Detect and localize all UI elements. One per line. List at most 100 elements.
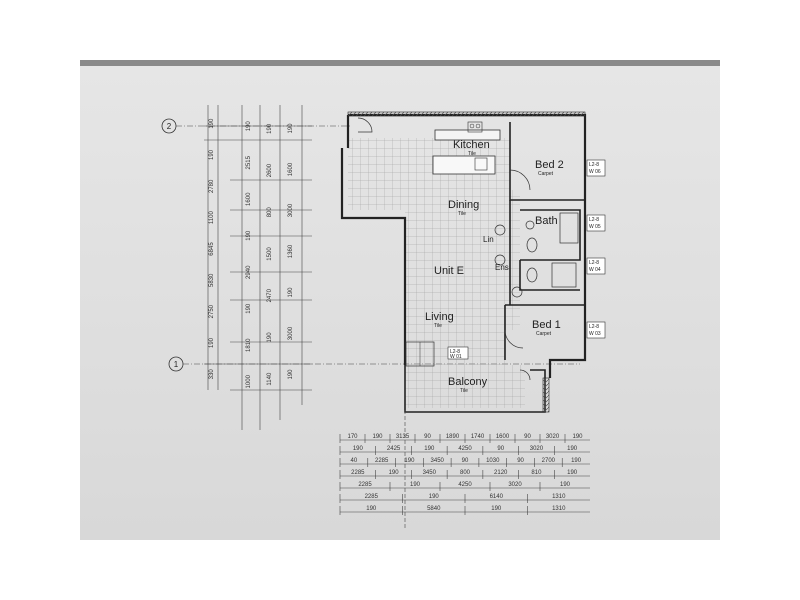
horizontal-dimension-label: 190 [353, 446, 364, 452]
horizontal-dimension-label: 190 [567, 470, 578, 476]
vertical-dimension-label: 1810 [246, 338, 252, 352]
horizontal-dimension-label: 5840 [427, 506, 441, 512]
horizontal-dimension-label: 3020 [530, 446, 544, 452]
horizontal-dimension-label: 2285 [358, 482, 372, 488]
svg-text:Tile: Tile [458, 211, 466, 217]
horizontal-dimension-label: 190 [429, 494, 440, 500]
vertical-dimension-label: 190 [288, 287, 294, 298]
horizontal-dimension-label: 1310 [552, 506, 566, 512]
horizontal-dimension-label: 3020 [546, 434, 560, 440]
horizontal-dimension-label: 1740 [471, 434, 485, 440]
vertical-dimension-label: 1000 [246, 374, 252, 388]
horizontal-dimension-label: 4250 [458, 446, 472, 452]
room-living: Living [425, 311, 454, 323]
vertical-dimension-label: 2470 [267, 288, 273, 302]
vertical-dimension-label: 1360 [288, 244, 294, 258]
horizontal-dimension-label: 2425 [387, 446, 401, 452]
svg-text:W 03: W 03 [589, 331, 601, 337]
svg-text:Carpet: Carpet [536, 331, 552, 337]
vertical-dimension-label: 190 [267, 123, 273, 134]
horizontal-dimension-label: 3135 [396, 434, 410, 440]
horizontal-dimension-label: 2285 [375, 458, 389, 464]
horizontal-dimension-label: 190 [424, 446, 435, 452]
vertical-dimension-label: 2750 [209, 304, 215, 318]
horizontal-dimension-label: 6140 [490, 494, 504, 500]
horizontal-dimension-label: 190 [366, 506, 377, 512]
horizontal-dimension-label: 90 [462, 458, 469, 464]
horizontal-dimension-label: 190 [567, 446, 578, 452]
svg-text:L2-8: L2-8 [589, 260, 599, 266]
vertical-dimension-label: 1600 [288, 162, 294, 176]
vertical-dimension-label: 1100 [209, 211, 215, 225]
svg-text:L2-8: L2-8 [589, 217, 599, 223]
horizontal-dimension-label: 3020 [508, 482, 522, 488]
horizontal-dimension-label: 190 [560, 482, 571, 488]
horizontal-dimension-label: 90 [517, 458, 524, 464]
vertical-dimension-label: 190 [246, 230, 252, 241]
horizontal-dimension-label: 90 [424, 434, 431, 440]
vertical-dimension-label: 5830 [209, 273, 215, 287]
vertical-dimension-label: 1600 [246, 192, 252, 206]
horizontal-dimension-label: 800 [460, 470, 471, 476]
horizontal-dimension-label: 2285 [365, 494, 379, 500]
vertical-dimension-label: 3000 [288, 326, 294, 340]
horizontal-dimension-label: 190 [389, 470, 400, 476]
room-lin: Lin [483, 235, 494, 244]
horizontal-dimension-label: 190 [491, 506, 502, 512]
svg-text:W 01: W 01 [450, 354, 462, 360]
vertical-dimension-label: 3000 [288, 203, 294, 217]
vertical-dimension-label: 190 [209, 149, 215, 160]
grid-marker-2: 2 [161, 118, 350, 134]
horizontal-dimension-label: 190 [572, 434, 583, 440]
horizontal-dimension-label: 190 [404, 458, 415, 464]
vertical-dimension-label: 190 [209, 118, 215, 129]
vertical-dimension-label: 190 [288, 369, 294, 380]
vertical-dimension-label: 800 [267, 207, 273, 218]
svg-text:Carpet: Carpet [538, 171, 554, 177]
unit-floor-plan: L2-8 W 01 [340, 111, 587, 413]
room-kitchen: Kitchen [453, 139, 490, 151]
monitor-top-edge [80, 60, 720, 66]
room-dining: Dining [448, 199, 479, 211]
vertical-dimension-label: 2515 [246, 155, 252, 169]
vertical-dimension-label: 190 [288, 123, 294, 134]
horizontal-dimension-label: 190 [410, 482, 421, 488]
vertical-dimension-label: 1500 [267, 247, 273, 261]
horizontal-dimension-label: 2120 [494, 470, 508, 476]
horizontal-dimension-label: 2700 [542, 458, 556, 464]
room-bed1: Bed 1 [532, 319, 561, 331]
room-bed2: Bed 2 [535, 159, 564, 171]
horizontal-dimension-label: 190 [372, 434, 383, 440]
vertical-dimension-label: 6845 [209, 242, 215, 256]
horizontal-dimension-label: 3450 [423, 470, 437, 476]
vertical-dimension-label: 1140 [267, 372, 273, 386]
vertical-dimension-label: 2780 [209, 179, 215, 193]
room-ens: Ens [495, 263, 509, 272]
horizontal-dimension-label: 4250 [458, 482, 472, 488]
horizontal-dimension-label: 170 [347, 434, 358, 440]
vertical-dimension-label: 190 [246, 121, 252, 132]
horizontal-dimension-label: 1030 [486, 458, 500, 464]
vertical-dimension-label: 190 [246, 303, 252, 314]
horizontal-dimension-label: 2285 [351, 470, 365, 476]
svg-text:1: 1 [174, 360, 179, 369]
svg-text:L2-8: L2-8 [589, 162, 599, 168]
svg-text:L2-8: L2-8 [450, 349, 460, 355]
room-bath: Bath [535, 215, 558, 227]
horizontal-dimension-label: 90 [524, 434, 531, 440]
svg-text:L2-8: L2-8 [589, 324, 599, 330]
svg-text:Tile: Tile [468, 151, 476, 157]
horizontal-dimension-label: 190 [571, 458, 582, 464]
room-labels: Kitchen Tile Bed 2 Carpet Dining Tile Ba… [425, 139, 564, 394]
svg-text:Tile: Tile [434, 323, 442, 329]
room-balcony: Balcony [448, 376, 488, 388]
svg-text:W 05: W 05 [589, 224, 601, 230]
horizontal-dimension-label: 810 [531, 470, 542, 476]
svg-text:W 06: W 06 [589, 169, 601, 175]
horizontal-dimension-label: 1890 [446, 434, 460, 440]
horizontal-dimension-label: 1310 [552, 494, 566, 500]
horizontal-dimension-label: 40 [351, 458, 358, 464]
